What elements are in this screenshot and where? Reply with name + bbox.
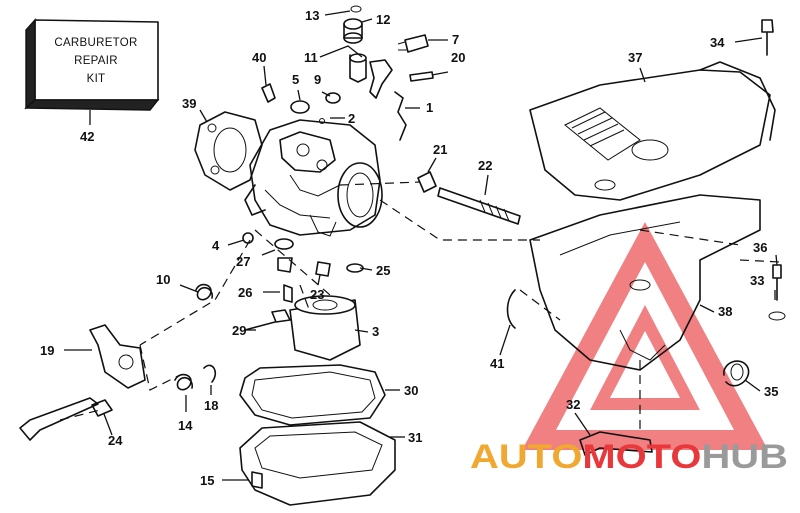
callout-22: 22 <box>478 158 492 173</box>
callout-42: 42 <box>80 129 94 144</box>
callout-5: 5 <box>292 72 299 87</box>
watermark-logo <box>522 222 768 450</box>
callout-19: 19 <box>40 343 54 358</box>
callout-37: 37 <box>628 50 642 65</box>
callout-labels: 1 2 3 4 5 7 9 10 11 12 13 14 15 18 19 20… <box>40 8 778 488</box>
flange-gasket <box>194 111 263 191</box>
kit-label-line-3: KIT <box>87 73 106 85</box>
callout-3: 3 <box>372 324 379 339</box>
callout-36: 36 <box>753 240 767 255</box>
callout-10: 10 <box>156 272 170 287</box>
watermark-hub: HUB <box>701 438 788 476</box>
callout-18: 18 <box>204 398 218 413</box>
callout-11: 11 <box>304 50 318 65</box>
linkage-parts <box>19 232 364 441</box>
watermark-auto: AUTO <box>470 438 582 476</box>
callout-31: 31 <box>408 430 422 445</box>
callout-4: 4 <box>212 238 220 253</box>
watermark-moto: MOTO <box>582 438 701 476</box>
callout-20: 20 <box>451 50 465 65</box>
float-and-bowl <box>239 295 396 506</box>
callout-7: 7 <box>452 32 459 47</box>
kit-label-line-2: REPAIR <box>74 55 118 67</box>
callout-27: 27 <box>236 254 250 269</box>
callout-29: 29 <box>232 323 246 338</box>
callout-32: 32 <box>566 397 580 412</box>
right-small-parts <box>506 19 786 456</box>
callout-33: 33 <box>750 273 764 288</box>
callout-12: 12 <box>376 12 390 27</box>
callout-30: 30 <box>404 383 418 398</box>
callout-15: 15 <box>200 473 214 488</box>
callout-26: 26 <box>238 285 252 300</box>
callout-14: 14 <box>178 418 193 433</box>
callout-41: 41 <box>490 356 504 371</box>
callout-23: 23 <box>310 287 324 302</box>
kit-label-line-1: CARBURETOR <box>54 37 137 49</box>
silencer-cover <box>529 61 776 201</box>
callout-25: 25 <box>376 263 390 278</box>
callout-9: 9 <box>314 72 321 87</box>
assembly-lines <box>59 181 781 430</box>
callout-40: 40 <box>252 50 266 65</box>
callout-24: 24 <box>108 433 123 448</box>
silencer-base <box>529 194 761 371</box>
callout-34: 34 <box>710 35 725 50</box>
callout-13: 13 <box>305 8 319 23</box>
leader-lines <box>64 10 778 481</box>
callout-1: 1 <box>426 100 433 115</box>
carburetor-repair-kit-box: CARBURETOR REPAIR KIT <box>24 18 160 125</box>
callout-21: 21 <box>433 142 447 157</box>
carburetor-body <box>244 119 383 237</box>
callout-38: 38 <box>718 304 732 319</box>
callout-39: 39 <box>182 96 196 111</box>
callout-35: 35 <box>764 384 778 399</box>
needle-valve <box>417 171 521 225</box>
callout-2: 2 <box>348 111 355 126</box>
